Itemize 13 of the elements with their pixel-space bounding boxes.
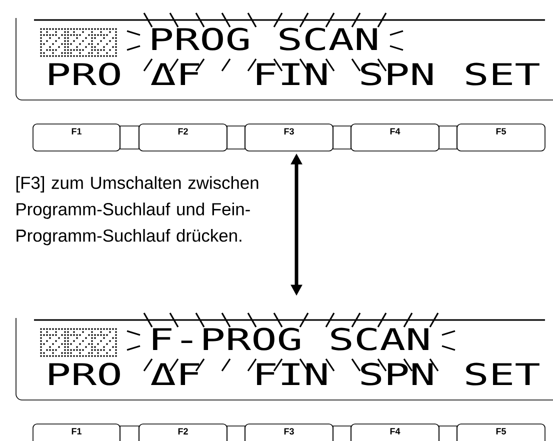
function-key: F1 bbox=[32, 424, 120, 441]
function-key: F3 bbox=[244, 124, 334, 152]
lcd-display: F-PROG SCAN PRO ΔF FIN SPN SET bbox=[16, 318, 553, 400]
function-key: F4 bbox=[350, 124, 440, 152]
function-key: F2 bbox=[138, 124, 228, 152]
function-key: F4 bbox=[350, 424, 440, 441]
function-key: F5 bbox=[456, 124, 546, 152]
function-key: F1 bbox=[32, 124, 120, 152]
function-key: F5 bbox=[456, 424, 546, 441]
function-key: F3 bbox=[244, 424, 334, 441]
function-key: F2 bbox=[138, 424, 228, 441]
instruction-text: [F3] zum Umschalten zwischen Programm-Suchlauf und Fein-Programm-Suchlauf drücken. bbox=[16, 176, 258, 246]
lcd-display: PROG SCAN PRO ΔF FIN SPN SET bbox=[16, 18, 553, 100]
